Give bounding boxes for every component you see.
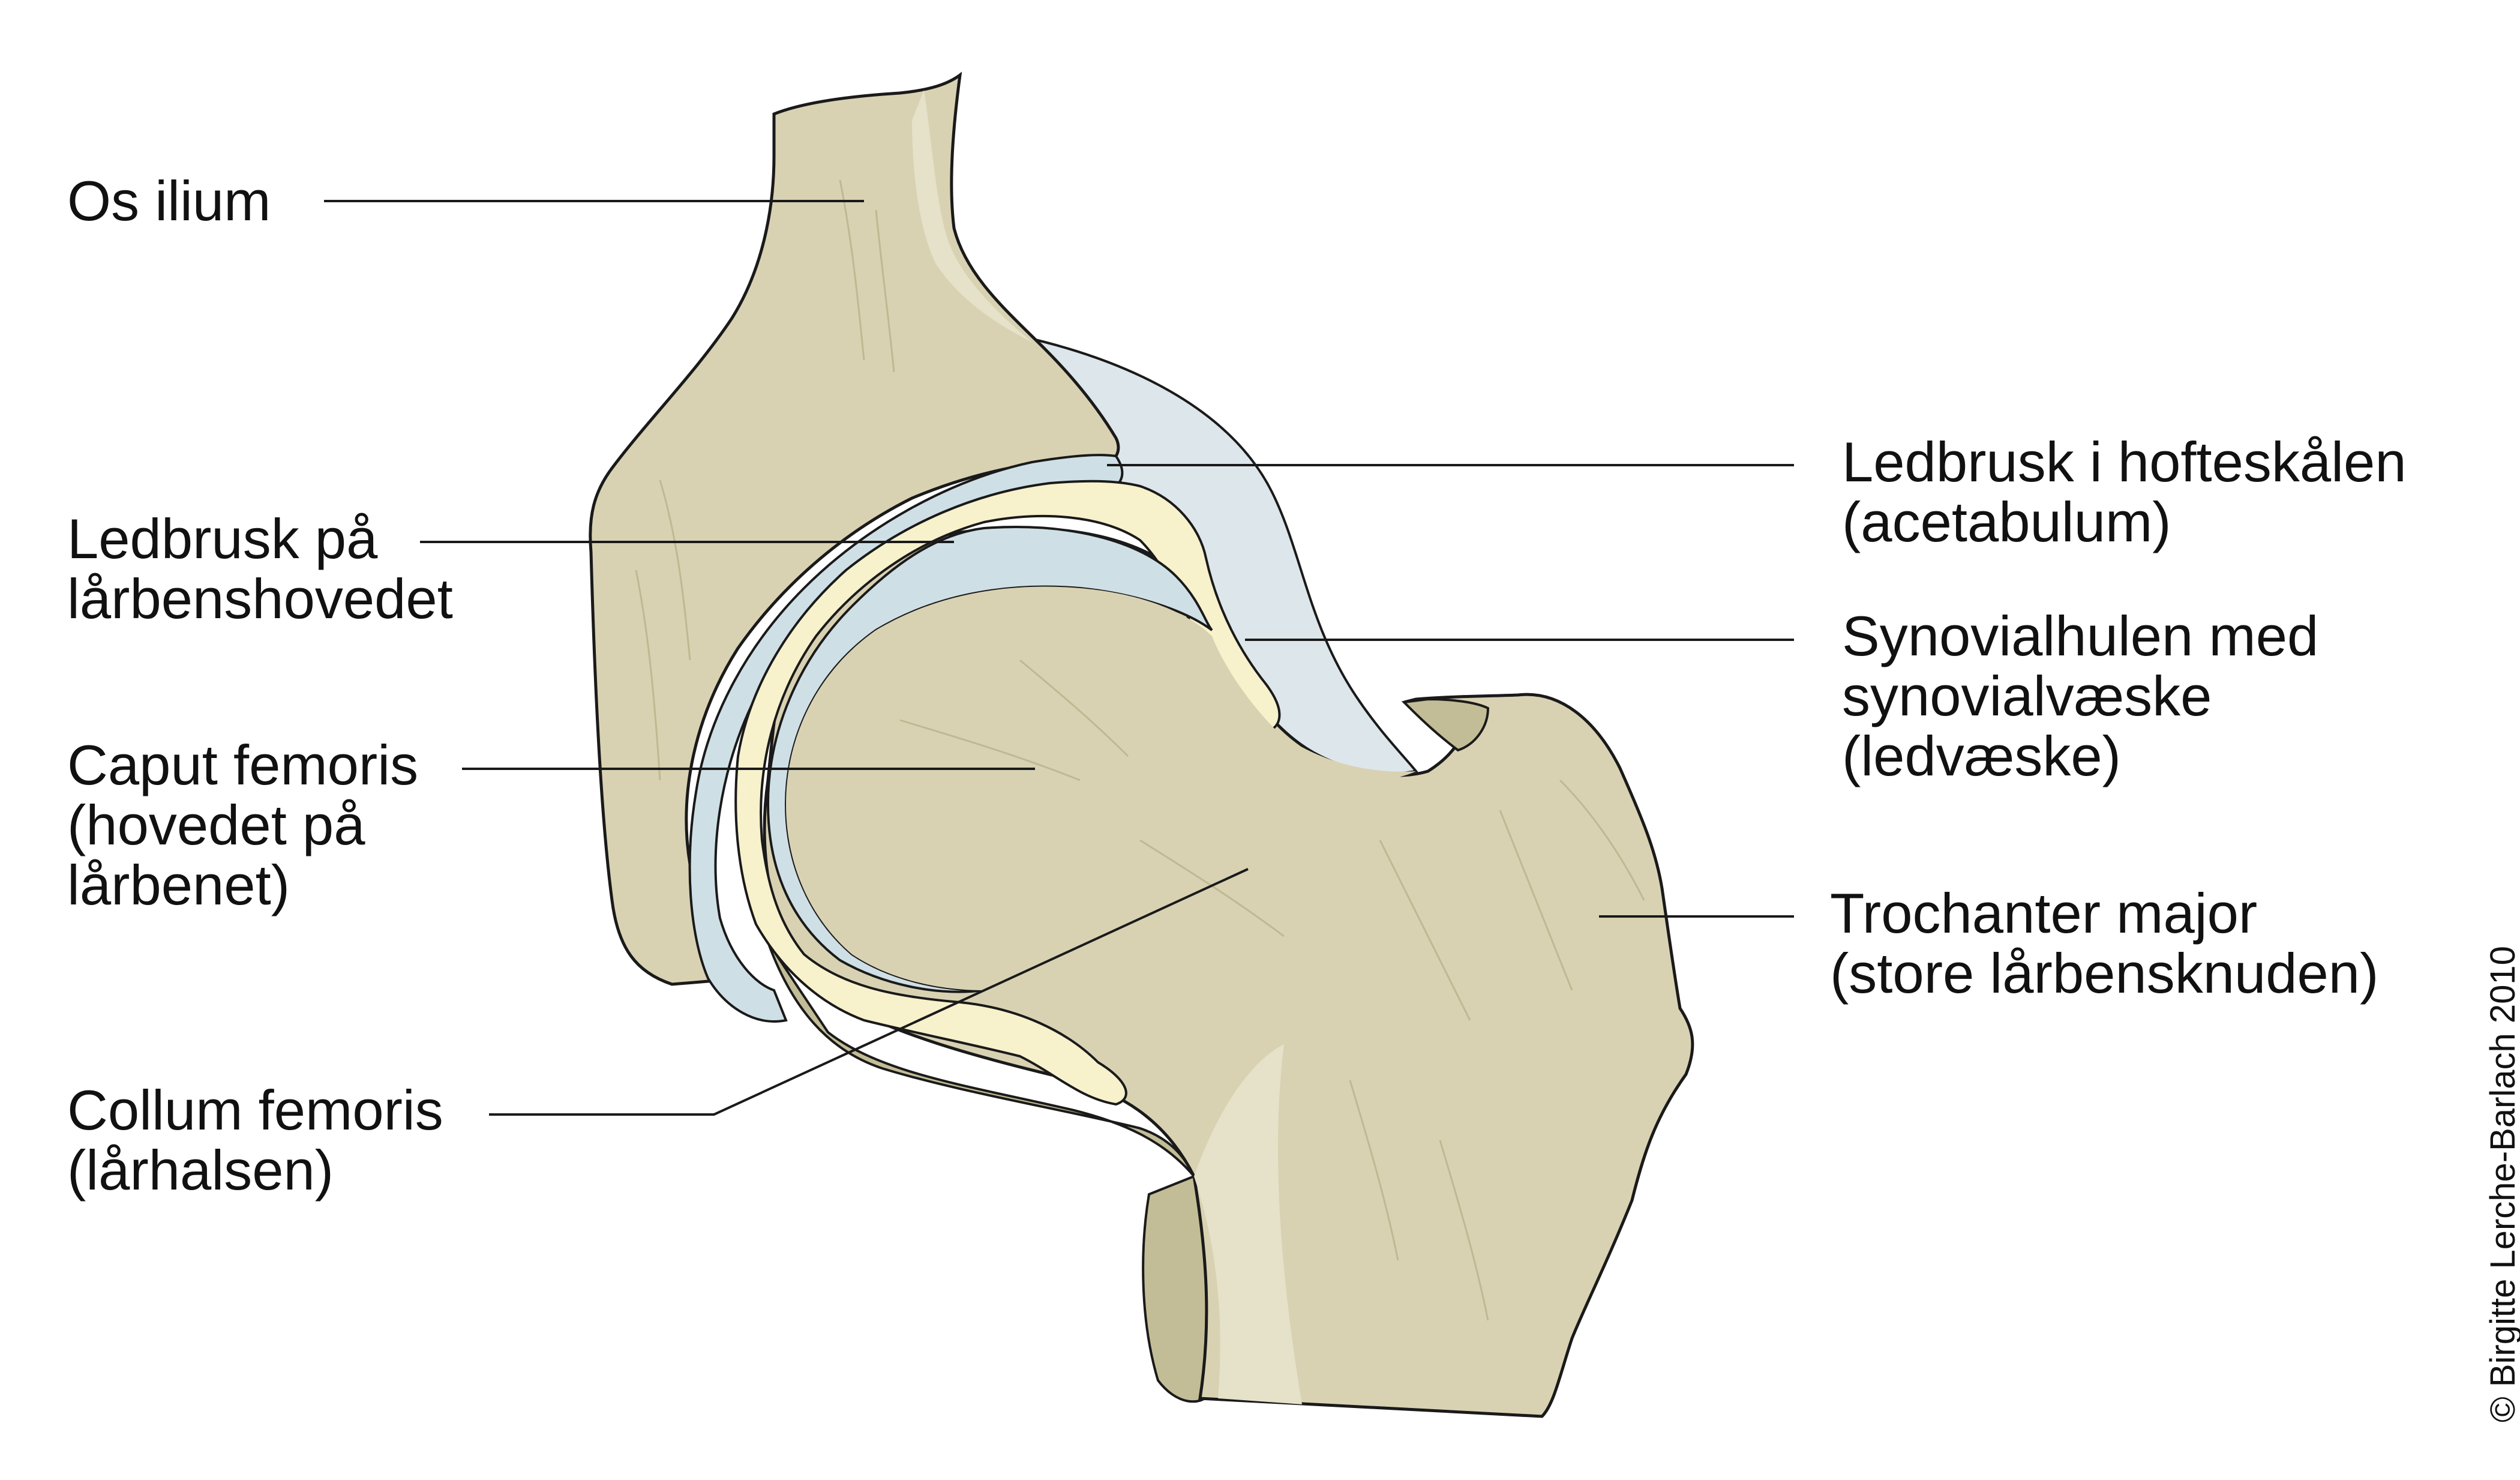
os-ilium-highlight (912, 90, 1032, 342)
label-ledbrusk-acetabulum-line2: (acetabulum) (1842, 490, 2171, 553)
femur-neck-shadow (767, 941, 1195, 1178)
femoral-head (786, 586, 1416, 990)
label-synovialhulen-line3: (ledvæske) (1842, 724, 2121, 787)
copyright-notice: © Birgitte Lerche-Barlach 2010 (2483, 946, 2520, 1422)
bone-texture (635, 179, 1645, 1321)
label-os-ilium-line1: Os ilium (67, 169, 271, 232)
label-ledbrusk-femur-line2: lårbenshovedet (67, 567, 453, 630)
label-collum-femoris-line2: (lårhalsen) (67, 1139, 334, 1202)
label-ledbrusk-femur-line1: Ledbrusk på (67, 507, 378, 570)
label-trochanter-major-line1: Trochanter major (1830, 882, 2258, 945)
label-ledbrusk-femur: Ledbrusk på lårbenshovedet (67, 509, 453, 629)
leader-collum-femoris (489, 868, 1249, 1116)
label-ledbrusk-acetabulum: Ledbrusk i hofteskålen (acetabulum) (1842, 432, 2407, 552)
label-synovialhulen-line1: Synovialhulen med (1842, 604, 2319, 667)
leader-lines (324, 200, 1794, 1116)
label-synovialhulen-line2: synovialvæske (1842, 664, 2212, 727)
label-synovialhulen: Synovialhulen med synovialvæske (ledvæsk… (1842, 606, 2318, 786)
label-caput-femoris-line2: (hovedet på (67, 793, 365, 856)
femur-highlight (1194, 1044, 1302, 1404)
label-trochanter-major: Trochanter major (store lårbensknuden) (1830, 883, 2378, 1003)
trochanter-cap (1401, 697, 1490, 752)
label-ledbrusk-acetabulum-line1: Ledbrusk i hofteskålen (1842, 430, 2407, 493)
label-caput-femoris-line1: Caput femoris (67, 733, 419, 796)
label-collum-femoris-line1: Collum femoris (67, 1078, 443, 1142)
label-trochanter-major-line2: (store lårbensknuden) (1830, 942, 2379, 1005)
label-os-ilium: Os ilium (67, 171, 271, 231)
label-collum-femoris: Collum femoris (lårhalsen) (67, 1080, 443, 1200)
label-caput-femoris: Caput femoris (hovedet på lårbenet) (67, 735, 418, 915)
label-caput-femoris-line3: lårbenet) (67, 853, 290, 916)
